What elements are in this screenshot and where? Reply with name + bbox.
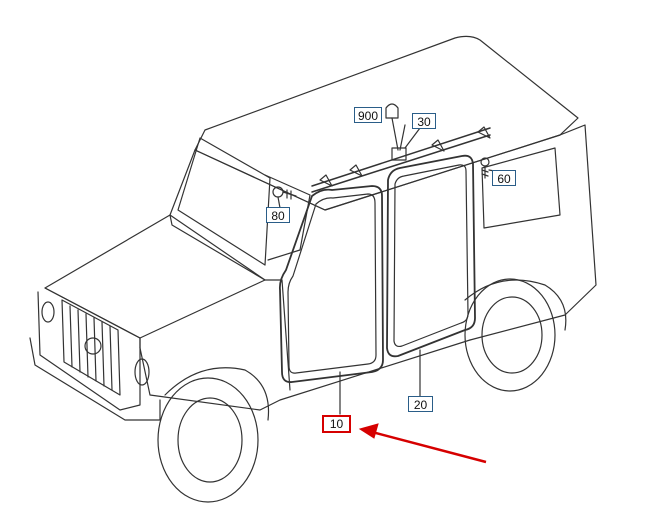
rail-clip-1 <box>319 174 333 187</box>
rail-clip-3 <box>431 139 445 152</box>
rail-clip-4 <box>477 126 491 139</box>
vehicle-rear-window <box>481 147 561 229</box>
vehicle-lower-body <box>139 339 471 411</box>
vehicle-rear-wheel-hub <box>481 296 543 374</box>
vehicle-hood-front <box>44 287 141 349</box>
front-door-seal-outer <box>278 185 384 383</box>
roof-drip-rail <box>311 127 491 193</box>
vehicle-emblem <box>84 337 102 355</box>
rail-clip-2 <box>349 164 363 177</box>
vehicle-front-wheel-arch <box>164 367 270 421</box>
vehicle-side-body-line <box>264 279 291 391</box>
rear-door-seal-outer <box>386 154 476 358</box>
vehicle-rear-wheel <box>464 278 556 392</box>
callout-20: 20 <box>408 396 433 412</box>
rail-center-bracket <box>391 147 407 161</box>
vehicle-bumper <box>29 337 161 421</box>
callout-10: 10 <box>322 415 351 433</box>
highlight-arrow <box>358 423 487 464</box>
callout-30: 30 <box>412 113 436 129</box>
vehicle-windshield <box>177 137 271 266</box>
vehicle-front-wheel-hub <box>177 397 243 483</box>
vehicle-rear-body <box>469 124 597 341</box>
vehicle-front-face <box>37 291 141 411</box>
callout-80: 80 <box>266 207 290 223</box>
vehicle-rear-wheel-arch <box>464 279 567 331</box>
rear-door-seal-inner <box>393 164 469 348</box>
callout-900: 900 <box>354 107 382 123</box>
vehicle-grille <box>61 299 121 396</box>
screw-60-shank <box>481 165 489 179</box>
screw-80-shank <box>282 189 297 200</box>
vehicle-headlight-left <box>41 301 55 323</box>
callout-60: 60 <box>492 170 516 186</box>
front-door-seal-inner <box>287 193 377 374</box>
connector-900 <box>385 103 399 119</box>
vehicle-roof <box>194 35 579 211</box>
grille-bars <box>69 305 113 391</box>
vehicle-quarter-window <box>264 174 311 261</box>
vehicle-front-wheel <box>157 377 259 503</box>
vehicle-a-pillar <box>169 149 266 281</box>
leader-30 <box>404 127 421 149</box>
